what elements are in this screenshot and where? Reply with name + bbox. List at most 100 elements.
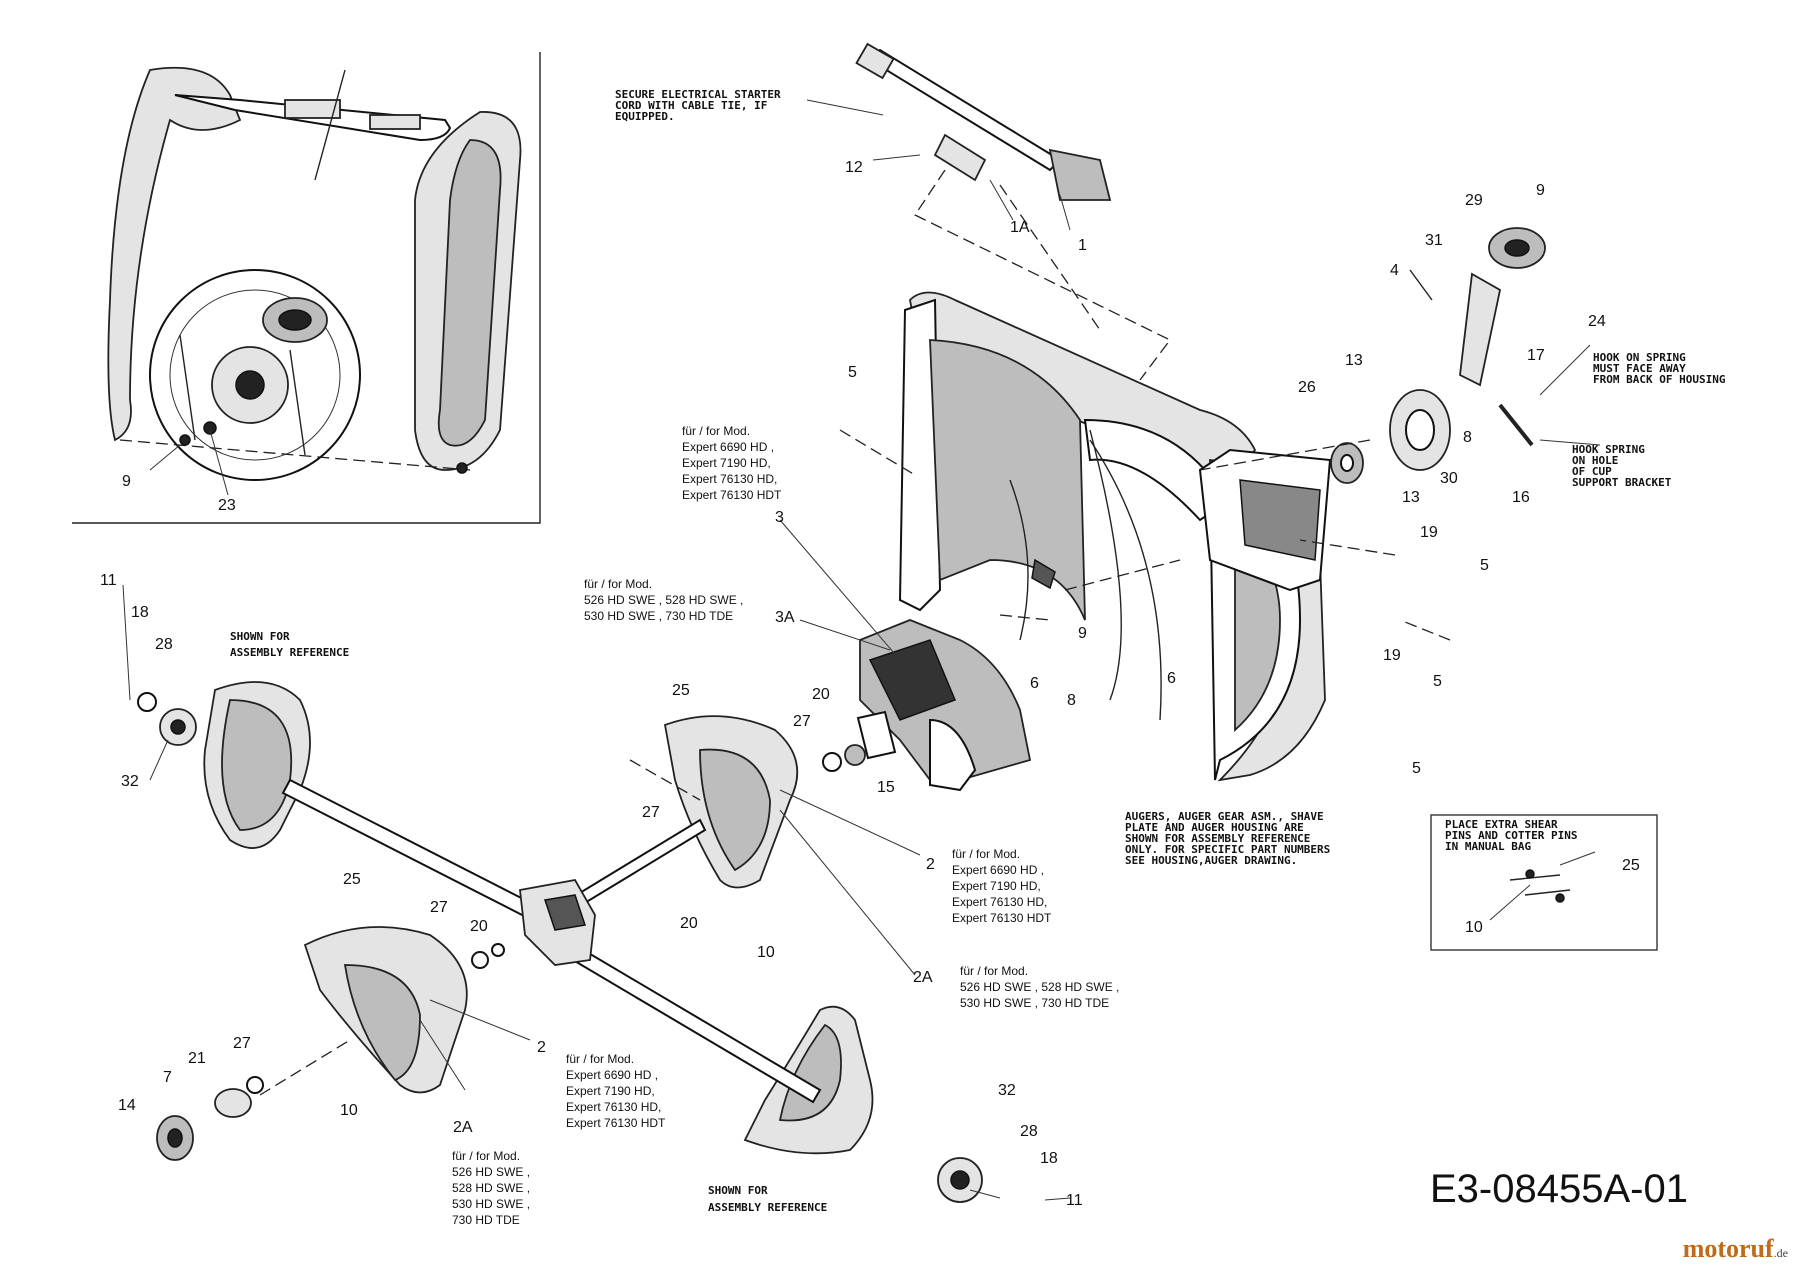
- callout-29: 29: [1465, 192, 1483, 209]
- svg-text:Expert 76130 HDT: Expert 76130 HDT: [952, 911, 1052, 925]
- callout-25a: 25: [672, 682, 690, 699]
- callout-10c: 10: [1465, 919, 1483, 936]
- callout-8a: 8: [1463, 429, 1472, 446]
- callout-5a: 5: [1480, 557, 1489, 574]
- svg-text:IN MANUAL BAG: IN MANUAL BAG: [1445, 840, 1531, 853]
- models-part-2: für / for Mod. Expert 6690 HD , Expert 7…: [952, 847, 1052, 925]
- callout-19b: 19: [1383, 647, 1401, 664]
- svg-text:HOOK SPRING: HOOK SPRING: [1572, 443, 1645, 456]
- models-part-2A: für / for Mod. 526 HD SWE , 528 HD SWE ,…: [960, 964, 1119, 1010]
- svg-text:Expert 76130 HD,: Expert 76130 HD,: [952, 895, 1047, 909]
- models-part-3: für / for Mod. Expert 6690 HD , Expert 7…: [682, 424, 782, 502]
- svg-text:für / for Mod.: für / for Mod.: [584, 577, 652, 591]
- svg-text:Expert 6690 HD ,: Expert 6690 HD ,: [682, 440, 774, 454]
- callout-11a: 11: [100, 572, 117, 589]
- assembly-notes: SECURE ELECTRICAL STARTER CORD WITH CABL…: [230, 88, 1726, 1214]
- callout-15: 15: [877, 779, 895, 796]
- callout-14: 14: [118, 1097, 136, 1114]
- svg-text:Expert 76130 HD,: Expert 76130 HD,: [682, 472, 777, 486]
- svg-text:SUPPORT BRACKET: SUPPORT BRACKET: [1572, 476, 1672, 489]
- callout-4: 4: [1390, 262, 1399, 279]
- svg-text:530 HD SWE , 730 HD TDE: 530 HD SWE , 730 HD TDE: [960, 996, 1109, 1010]
- callout-27b: 27: [642, 804, 660, 821]
- callout-1a: 1A: [1010, 219, 1030, 236]
- callout-32b: 32: [998, 1082, 1016, 1099]
- svg-text:ASSEMBLY REFERENCE: ASSEMBLY REFERENCE: [230, 646, 349, 659]
- svg-text:Expert 7190 HD,: Expert 7190 HD,: [952, 879, 1041, 893]
- note-hook-hole: HOOK SPRING ON HOLE OF CUP SUPPORT BRACK…: [1572, 443, 1672, 489]
- callout-11b: 11: [1066, 1192, 1083, 1209]
- callout-19a: 19: [1420, 524, 1438, 541]
- models-part-2A-bottom: für / for Mod. 526 HD SWE , 528 HD SWE ,…: [452, 1149, 530, 1227]
- brand-tld: .de: [1773, 1246, 1788, 1260]
- svg-text:Expert 6690 HD ,: Expert 6690 HD ,: [952, 863, 1044, 877]
- callout-24: 24: [1588, 313, 1606, 330]
- svg-text:530 HD SWE , 730 HD TDE: 530 HD SWE , 730 HD TDE: [584, 609, 733, 623]
- svg-text:730 HD TDE: 730 HD TDE: [452, 1213, 520, 1227]
- svg-text:ASSEMBLY REFERENCE: ASSEMBLY REFERENCE: [708, 1201, 827, 1214]
- svg-text:MUST FACE AWAY: MUST FACE AWAY: [1593, 362, 1686, 375]
- small-hardware: [156, 227, 1658, 1161]
- svg-text:SHOWN FOR: SHOWN FOR: [708, 1184, 768, 1197]
- auger-shaft-gearbox: [281, 778, 822, 1104]
- leader-lines: [122, 99, 1601, 1201]
- svg-text:Expert 7190 HD,: Expert 7190 HD,: [682, 456, 771, 470]
- svg-text:SECURE ELECTRICAL STARTER: SECURE ELECTRICAL STARTER: [615, 88, 781, 101]
- drive-handle: [855, 42, 1112, 201]
- models-part-3A: für / for Mod. 526 HD SWE , 528 HD SWE ,…: [584, 577, 743, 623]
- svg-text:Expert 76130 HDT: Expert 76130 HDT: [566, 1116, 666, 1130]
- callout-25b: 25: [343, 871, 361, 888]
- brand-watermark: motoruf.de: [1683, 1234, 1788, 1264]
- callout-9b: 9: [1078, 625, 1087, 642]
- note-assembly-ref-1: SHOWN FOR ASSEMBLY REFERENCE: [230, 630, 349, 659]
- svg-text:für / for Mod.: für / for Mod.: [452, 1149, 520, 1163]
- callout-27c: 27: [430, 899, 448, 916]
- svg-text:für / for Mod.: für / for Mod.: [952, 847, 1020, 861]
- callout-27d: 27: [233, 1035, 251, 1052]
- callout-27a: 27: [793, 713, 811, 730]
- callout-25c: 25: [1622, 857, 1640, 874]
- svg-text:FROM BACK OF HOUSING: FROM BACK OF HOUSING: [1593, 373, 1726, 386]
- svg-text:OF CUP: OF CUP: [1572, 465, 1612, 478]
- callout-10b: 10: [340, 1102, 358, 1119]
- callout-18b: 18: [1040, 1150, 1058, 1167]
- model-notes: für / for Mod. Expert 6690 HD , Expert 7…: [452, 424, 1119, 1227]
- assembly-lines: [259, 169, 1451, 1096]
- callout-20a: 20: [812, 686, 830, 703]
- auger-housing: [898, 291, 1332, 782]
- callout-3A: 3A: [775, 609, 795, 626]
- note-hook-face: HOOK ON SPRING MUST FACE AWAY FROM BACK …: [1593, 351, 1726, 386]
- callout-20b: 20: [680, 915, 698, 932]
- auger-bottom-left: [303, 926, 468, 1094]
- callout-28a: 28: [155, 636, 173, 653]
- note-assembly-ref-2: SHOWN FOR ASSEMBLY REFERENCE: [708, 1184, 827, 1214]
- callout-28b: 28: [1020, 1123, 1038, 1140]
- callout-7: 7: [163, 1069, 172, 1086]
- callout-5b: 5: [1433, 673, 1442, 690]
- svg-text:530 HD SWE ,: 530 HD SWE ,: [452, 1197, 530, 1211]
- callout-6b: 6: [1167, 670, 1176, 687]
- svg-text:PLACE EXTRA SHEAR: PLACE EXTRA SHEAR: [1445, 818, 1558, 831]
- svg-text:528 HD SWE ,: 528 HD SWE ,: [452, 1181, 530, 1195]
- svg-text:für / for Mod.: für / for Mod.: [960, 964, 1028, 978]
- callout-21: 21: [188, 1050, 206, 1067]
- callout-18a: 18: [131, 604, 149, 621]
- svg-text:526 HD SWE , 528 HD SWE ,: 526 HD SWE , 528 HD SWE ,: [584, 593, 743, 607]
- callout-9a: 9: [1536, 182, 1545, 199]
- callout-9c: 9: [122, 473, 131, 490]
- svg-text:für / for Mod.: für / for Mod.: [566, 1052, 634, 1066]
- callout-2Ab: 2A: [453, 1119, 473, 1136]
- auger-bottom-right: [743, 1005, 983, 1203]
- callout-5c: 5: [1412, 760, 1421, 777]
- inset-housing-view: [72, 52, 541, 524]
- callout-5d: 5: [848, 364, 857, 381]
- callout-30: 30: [1440, 470, 1458, 487]
- callout-31: 31: [1425, 232, 1443, 249]
- brand-name: motoruf: [1682, 1234, 1774, 1263]
- svg-text:für / for Mod.: für / for Mod.: [682, 424, 750, 438]
- callout-13a: 13: [1345, 352, 1363, 369]
- callout-10a: 10: [757, 944, 775, 961]
- svg-text:HOOK ON SPRING: HOOK ON SPRING: [1593, 351, 1686, 364]
- callout-16: 16: [1512, 489, 1530, 506]
